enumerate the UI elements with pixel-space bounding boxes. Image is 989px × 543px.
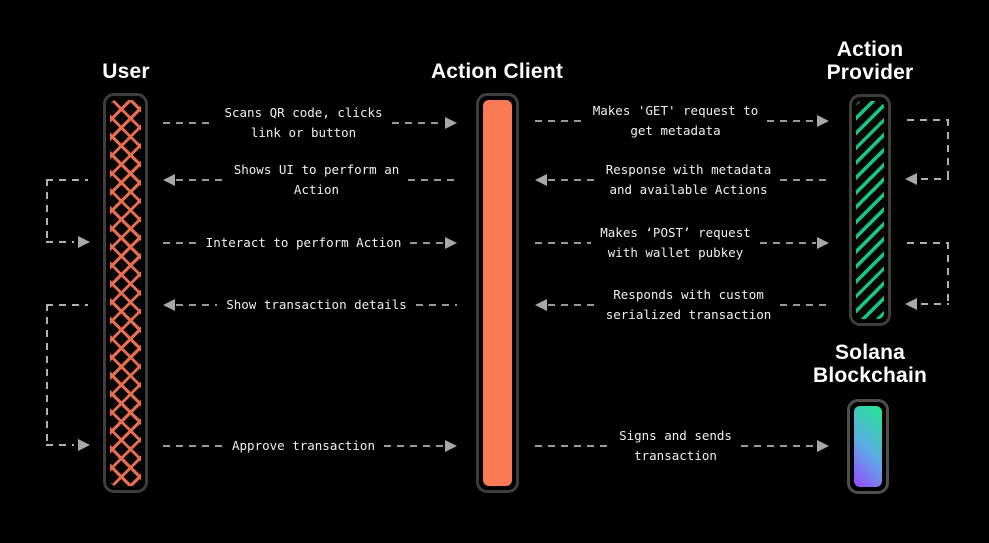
- dashed-line: [947, 242, 949, 305]
- dashed-line: [740, 445, 817, 447]
- dashed-line: [907, 119, 949, 121]
- dashed-line: [410, 242, 445, 244]
- arrowhead-right-icon: [78, 439, 90, 451]
- lifeline-solana-blockchain: [847, 399, 889, 494]
- message-show-transaction-details: Show transaction details: [163, 293, 457, 317]
- solid-fill: [483, 100, 512, 486]
- arrowhead-left-icon: [163, 299, 175, 311]
- arrowhead-right-icon: [817, 237, 830, 249]
- message-label: Makes ‘POST’ request with wallet pubkey: [600, 224, 751, 260]
- lane-title-action-client: Action Client: [430, 60, 564, 83]
- dashed-line: [907, 242, 949, 244]
- message-get-request: Makes 'GET' request to get metadata: [535, 96, 830, 146]
- dashed-line: [46, 304, 88, 306]
- dashed-line: [176, 179, 225, 181]
- message-signs-and-sends: Signs and sends transaction: [535, 421, 830, 471]
- diagonal-hatch-pattern: [856, 101, 884, 319]
- dashed-line: [46, 179, 88, 181]
- dashed-line: [46, 304, 48, 446]
- message-label: Interact to perform Action: [205, 234, 402, 250]
- arrowhead-left-icon: [905, 173, 917, 185]
- dashed-line: [947, 119, 949, 180]
- dashed-line: [548, 304, 597, 306]
- dashed-line: [384, 445, 444, 447]
- message-scans-qr-code: Scans QR code, clicks link or button: [163, 98, 458, 148]
- message-responds-serialized-transaction: Responds with custom serialized transact…: [535, 280, 830, 330]
- dashed-line: [46, 241, 74, 243]
- arrowhead-left-icon: [905, 298, 917, 310]
- dashed-line: [535, 120, 584, 122]
- dashed-line: [163, 242, 197, 244]
- message-shows-ui: Shows UI to perform an Action: [163, 155, 458, 205]
- dashed-line: [408, 179, 458, 181]
- dashed-line: [548, 179, 597, 181]
- lifeline-action-provider: [849, 94, 891, 326]
- arrowhead-right-icon: [78, 236, 90, 248]
- loop-bracket-user-top: [46, 179, 90, 248]
- solana-gradient-fill: [854, 406, 882, 487]
- dashed-line: [391, 122, 445, 124]
- dashed-line: [46, 444, 74, 446]
- message-label: Show transaction details: [226, 296, 407, 312]
- loop-bracket-user-bottom: [46, 304, 90, 451]
- arrowhead-left-icon: [163, 174, 175, 186]
- lane-title-action-provider: Action Provider: [826, 38, 914, 84]
- loop-bracket-provider-top: [905, 119, 949, 185]
- message-label: Responds with custom serialized transact…: [605, 286, 772, 322]
- lifeline-action-client: [476, 93, 519, 493]
- message-interact-perform-action: Interact to perform Action: [163, 231, 458, 255]
- crosshatch-pattern: [110, 100, 141, 486]
- message-response-metadata: Response with metadata and available Act…: [535, 155, 830, 205]
- message-post-request: Makes ‘POST’ request with wallet pubkey: [535, 218, 830, 268]
- arrowhead-right-icon: [817, 115, 830, 127]
- message-label: Signs and sends transaction: [619, 427, 732, 463]
- dashed-line: [921, 303, 949, 305]
- arrowhead-right-icon: [817, 440, 830, 452]
- dashed-line: [163, 445, 223, 447]
- message-label: Makes 'GET' request to get metadata: [592, 102, 759, 138]
- message-label: Scans QR code, clicks link or button: [224, 104, 383, 140]
- dashed-line: [535, 242, 592, 244]
- dashed-line: [759, 242, 817, 244]
- lane-title-user: User: [102, 60, 150, 83]
- message-label: Shows UI to perform an Action: [233, 161, 400, 197]
- loop-bracket-provider-bottom: [905, 242, 949, 310]
- message-label: Approve transaction: [232, 437, 375, 453]
- dashed-line: [415, 304, 457, 306]
- dashed-line: [780, 179, 830, 181]
- dashed-line: [535, 445, 611, 447]
- dashed-line: [176, 304, 218, 306]
- arrowhead-right-icon: [445, 440, 457, 452]
- dashed-line: [163, 122, 216, 124]
- arrowhead-right-icon: [445, 117, 458, 129]
- dashed-line: [767, 120, 817, 122]
- lifeline-user: [103, 93, 148, 493]
- arrowhead-right-icon: [445, 237, 458, 249]
- dashed-line: [780, 304, 830, 306]
- arrowhead-left-icon: [535, 174, 547, 186]
- dashed-line: [921, 178, 949, 180]
- arrowhead-left-icon: [535, 299, 547, 311]
- dashed-line: [46, 179, 48, 243]
- message-approve-transaction: Approve transaction: [163, 434, 457, 458]
- lane-title-solana-blockchain: Solana Blockchain: [812, 341, 928, 387]
- message-label: Response with metadata and available Act…: [605, 161, 772, 197]
